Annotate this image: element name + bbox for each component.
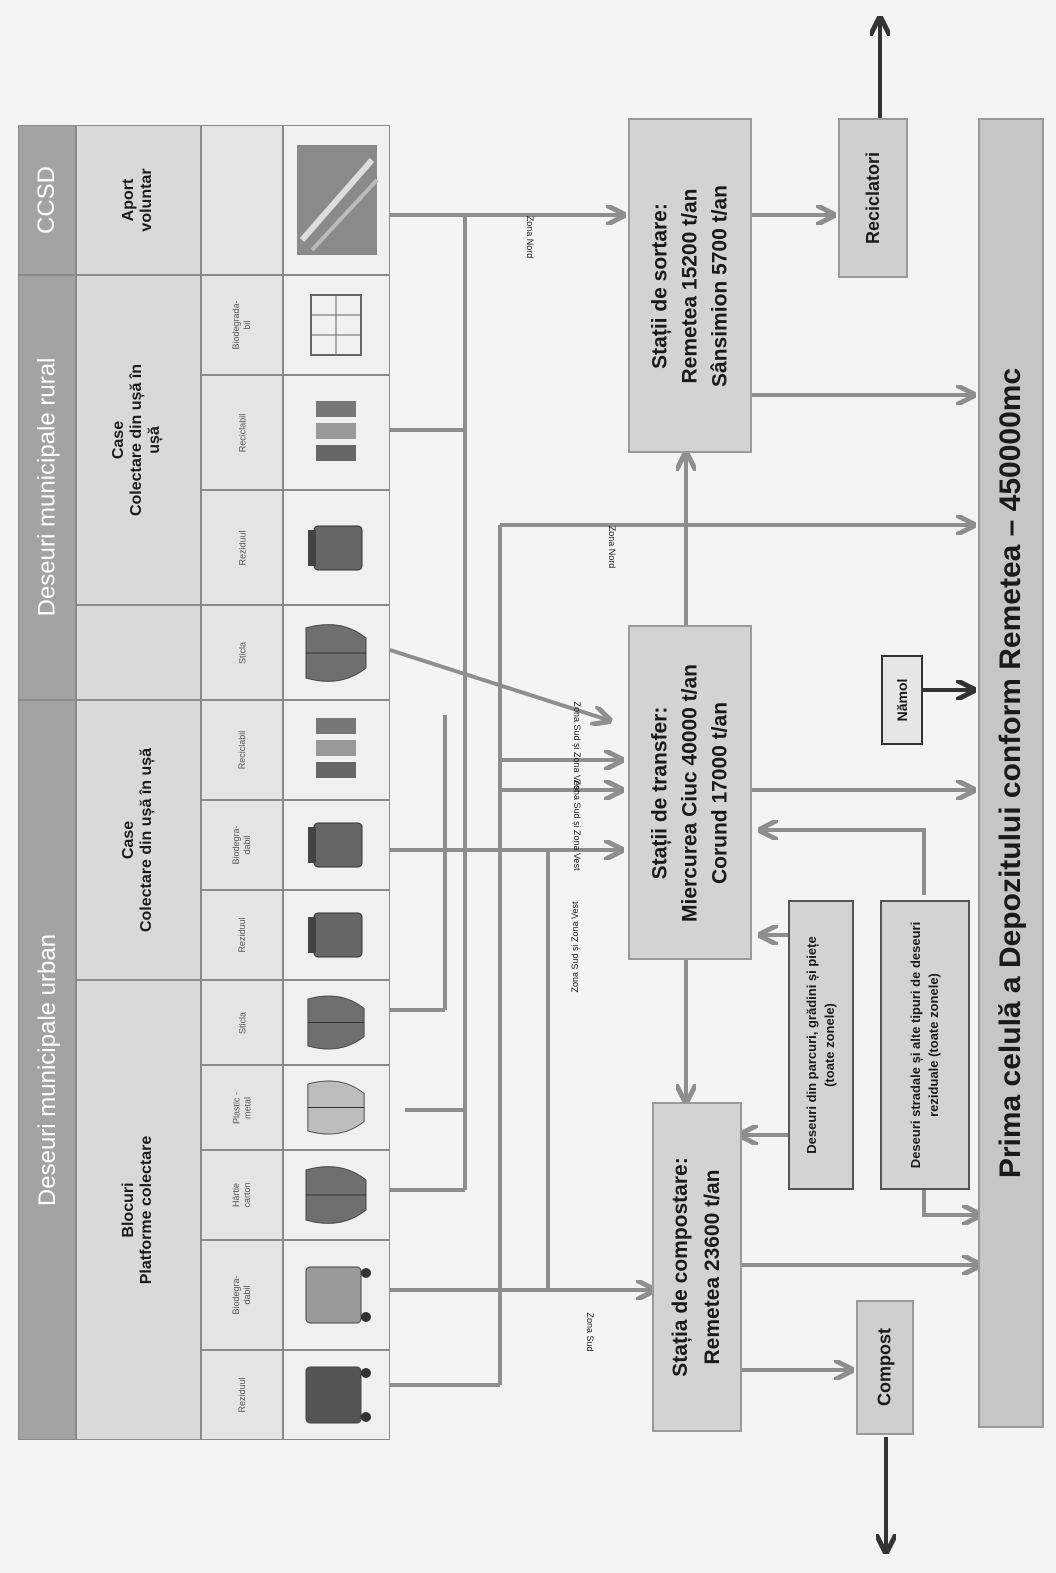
- bin-label-cell: [201, 1240, 283, 1350]
- group-urban-blocks: Blocuri Platforme colectare: [120, 1135, 155, 1285]
- parks-label: Deseuri din parcuri, grădini și piețe (t…: [804, 936, 837, 1154]
- sorting-line2: Sânsimion 5700 t/an: [708, 185, 732, 387]
- bin-label-cell: [201, 800, 283, 890]
- recyclers-box: [838, 118, 908, 278]
- bins-multi-icon: [316, 400, 356, 461]
- bins-multi-icon: [316, 718, 356, 778]
- transfer-line1: Miercurea Ciuc 40000 t/an: [678, 664, 702, 922]
- group-urban-houses-cell: [76, 700, 201, 980]
- zone-label-sud-bottom: Zona Sud: [585, 1312, 595, 1352]
- street-label: Deseuri stradale și alte tipuri de deseu…: [908, 921, 941, 1169]
- composting-line1: Remetea 23600 t/an: [701, 1169, 724, 1365]
- sludge-label: Nămol: [894, 678, 910, 722]
- composting-station-text: Stația de compostare: Remetea 23600 t/an: [652, 1102, 742, 1432]
- bin-dome-light-icon: [307, 1080, 365, 1135]
- header-ccsd: CCSD: [33, 166, 60, 235]
- bin-label: Reziduul: [236, 1377, 247, 1413]
- bin-label: Sticla: [236, 641, 247, 664]
- composting-title: Stația de compostare:: [669, 1157, 692, 1377]
- sludge-box: [881, 655, 923, 745]
- bin-dome-icon: [305, 1166, 367, 1224]
- bin-icon: [308, 525, 363, 570]
- cart-icon: [305, 1266, 371, 1324]
- transfer-line2: Corund 17000 t/an: [708, 701, 732, 885]
- group-rural-extra-cell: [76, 605, 201, 700]
- bin-label-cell: [201, 700, 283, 800]
- sorting-title: Stații de sortare:: [648, 203, 672, 369]
- bin-label-cell: [201, 375, 283, 490]
- bin-label-cell: [201, 490, 283, 605]
- bin-picture-cell: [283, 1240, 390, 1350]
- compost-label: Compost: [874, 1328, 894, 1406]
- header-ccsd-cell: [18, 125, 76, 275]
- line-street-down: [922, 1190, 978, 1215]
- bin-label: Sticla: [236, 1011, 247, 1034]
- group-rural-houses: Case Colectare din ușă în ușă: [110, 363, 163, 517]
- compost-frame-icon: [310, 294, 362, 356]
- ccsd-label-cell: [201, 125, 283, 275]
- sorting-line1: Remetea 15200 t/an: [678, 188, 702, 384]
- group-rural-cell: [76, 275, 201, 605]
- bin-picture-cell: [283, 1350, 390, 1440]
- group-ccsd: Aport voluntar: [120, 168, 155, 232]
- bin-label: Reziduul: [236, 529, 247, 566]
- bin-icon: [308, 822, 363, 868]
- landfill-label: Prima celulă a Depozitului conform Remet…: [994, 367, 1027, 1179]
- bin-label-cell: [201, 605, 283, 700]
- bin-dome-icon: [307, 995, 365, 1050]
- transfer-station-text: Stații de transfer: Miercurea Ciuc 40000…: [637, 626, 745, 961]
- bin-label: Biodegra- dabil: [231, 825, 252, 865]
- transfer-station: [628, 625, 752, 960]
- compost-box: [856, 1300, 914, 1435]
- header-rural: Deseuri municipale rural: [33, 357, 61, 617]
- bin-label-cell: [201, 275, 283, 375]
- bin-label: Plastic - metal: [231, 1091, 252, 1124]
- landfill-box: [978, 118, 1044, 1428]
- transfer-title: Stații de transfer:: [648, 706, 672, 880]
- zone-label-nord-2: Zona Nord: [607, 525, 617, 569]
- bin-label-cell: [201, 980, 283, 1065]
- bin-label: Reciclabil: [236, 413, 247, 452]
- bin-label: Reziduul: [236, 917, 247, 953]
- header-urban: Deseuri municipale urban: [34, 933, 61, 1207]
- sorting-station: [628, 118, 752, 453]
- header-rural-cell: [18, 275, 76, 700]
- group-ccsd-cell: [76, 125, 201, 275]
- zone-label-sud-vest-3: Zona Sud și Zona Vest: [570, 901, 580, 993]
- bin-label-cell: [201, 1065, 283, 1150]
- bin-label: Biodegrada- bil: [231, 300, 252, 350]
- line-street-up: [762, 830, 926, 895]
- zone-label-sud-vest-2: Zona Sud și Zona Vest: [572, 779, 582, 871]
- collection-point-icon: [297, 145, 379, 255]
- group-urban-houses: Case Colectare din ușă în ușă: [120, 747, 155, 933]
- cart-dark-icon: [305, 1366, 371, 1424]
- composting-station: [652, 1102, 742, 1432]
- bin-label: Biodegra- dabil: [231, 1275, 252, 1315]
- zone-label-nord-1: Zona Nord: [525, 215, 535, 259]
- group-urban-blocks-cell: [76, 980, 201, 1440]
- bin-label-cell: [201, 890, 283, 980]
- parks-box: [788, 900, 854, 1190]
- sorting-station-text: Stații de sortare: Remetea 15200 t/an Sâ…: [637, 119, 745, 454]
- bin-label: Reciclabil: [236, 730, 247, 770]
- bin-label-cell: [201, 1350, 283, 1440]
- bin-icon: [308, 912, 363, 958]
- street-box: [880, 900, 970, 1190]
- bin-dome-icon: [305, 623, 367, 682]
- header-urban-cell: [18, 700, 76, 1440]
- bin-label-cell: [201, 1150, 283, 1240]
- recyclers-label: Reciclatori: [862, 151, 883, 245]
- bin-label: Hârtie carton: [231, 1182, 252, 1208]
